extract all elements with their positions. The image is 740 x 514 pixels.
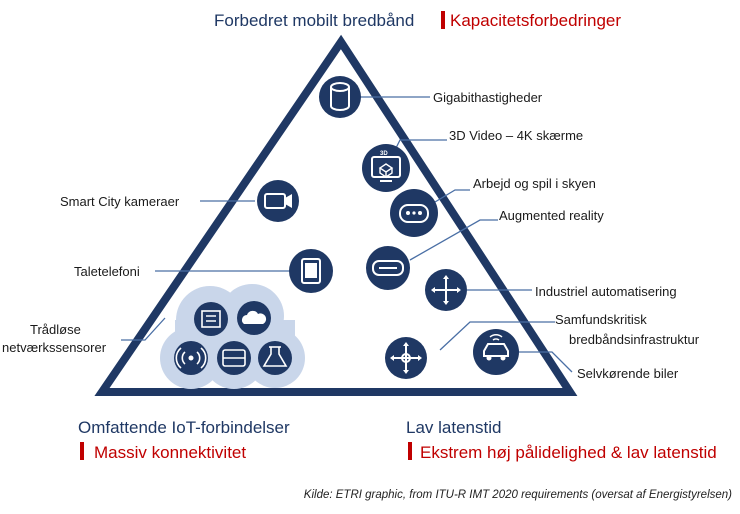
sensor-wireless-icon (174, 341, 208, 375)
gigabit-icon (319, 76, 361, 118)
top-corner-highlight: Kapacitetsforbedringer (450, 11, 622, 30)
bottom-right-highlight-marker (408, 442, 412, 460)
phone-icon (289, 249, 333, 293)
label-sensors-line2: netværkssensorer (2, 340, 107, 355)
3d-badge: 3D (380, 151, 388, 157)
industrial-automation-icon (425, 269, 467, 311)
label-gigabit: Gigabithastigheder (433, 90, 543, 105)
connector-cloud (429, 189, 470, 206)
label-industry: Industriel automatisering (535, 284, 677, 299)
label-voice: Taletelefoni (74, 264, 140, 279)
label-ar: Augmented reality (499, 208, 604, 223)
bottom-left-highlight-marker (80, 442, 84, 460)
connector-critical (439, 321, 555, 351)
bottom-left-corner-highlight: Massiv konnektivitet (94, 443, 247, 462)
top-corner-title: Forbedret mobilt bredbånd (214, 11, 415, 30)
label-sensors-line1: Trådløse (30, 322, 81, 337)
label-3d-video: 3D Video – 4K skærme (449, 128, 584, 143)
connector-cars (518, 351, 573, 373)
ar-headset-icon (366, 246, 410, 290)
camera-icon (257, 180, 299, 222)
sensor-cloud-icon (237, 301, 271, 335)
source-caption: Kilde: ETRI graphic, from ITU-R IMT 2020… (303, 489, 732, 501)
car-icon (473, 329, 519, 375)
label-smart-city: Smart City kameraer (60, 194, 180, 209)
bottom-right-corner-highlight: Ekstrem høj pålidelighed & lav latenstid (420, 443, 717, 462)
connector-ar (409, 219, 498, 261)
sensor-device-icon (194, 302, 228, 336)
cloud-gaming-icon (390, 189, 438, 237)
bottom-left-corner-title: Omfattende IoT-forbindelser (78, 418, 290, 437)
3d-video-icon (362, 144, 410, 192)
label-cloud: Arbejd og spil i skyen (473, 176, 596, 191)
sensor-meter-icon (217, 341, 251, 375)
connector-sensors (121, 317, 166, 341)
label-cars: Selvkørende biler (577, 366, 679, 381)
bottom-right-corner-title: Lav latenstid (406, 418, 502, 437)
label-critical-line1: Samfundskritisk (555, 312, 647, 327)
critical-infrastructure-icon (385, 337, 427, 379)
label-critical-line2: bredbåndsinfrastruktur (569, 332, 700, 347)
triangle-outline (94, 34, 578, 396)
sensor-lab-icon (258, 341, 292, 375)
top-highlight-marker (441, 11, 445, 29)
